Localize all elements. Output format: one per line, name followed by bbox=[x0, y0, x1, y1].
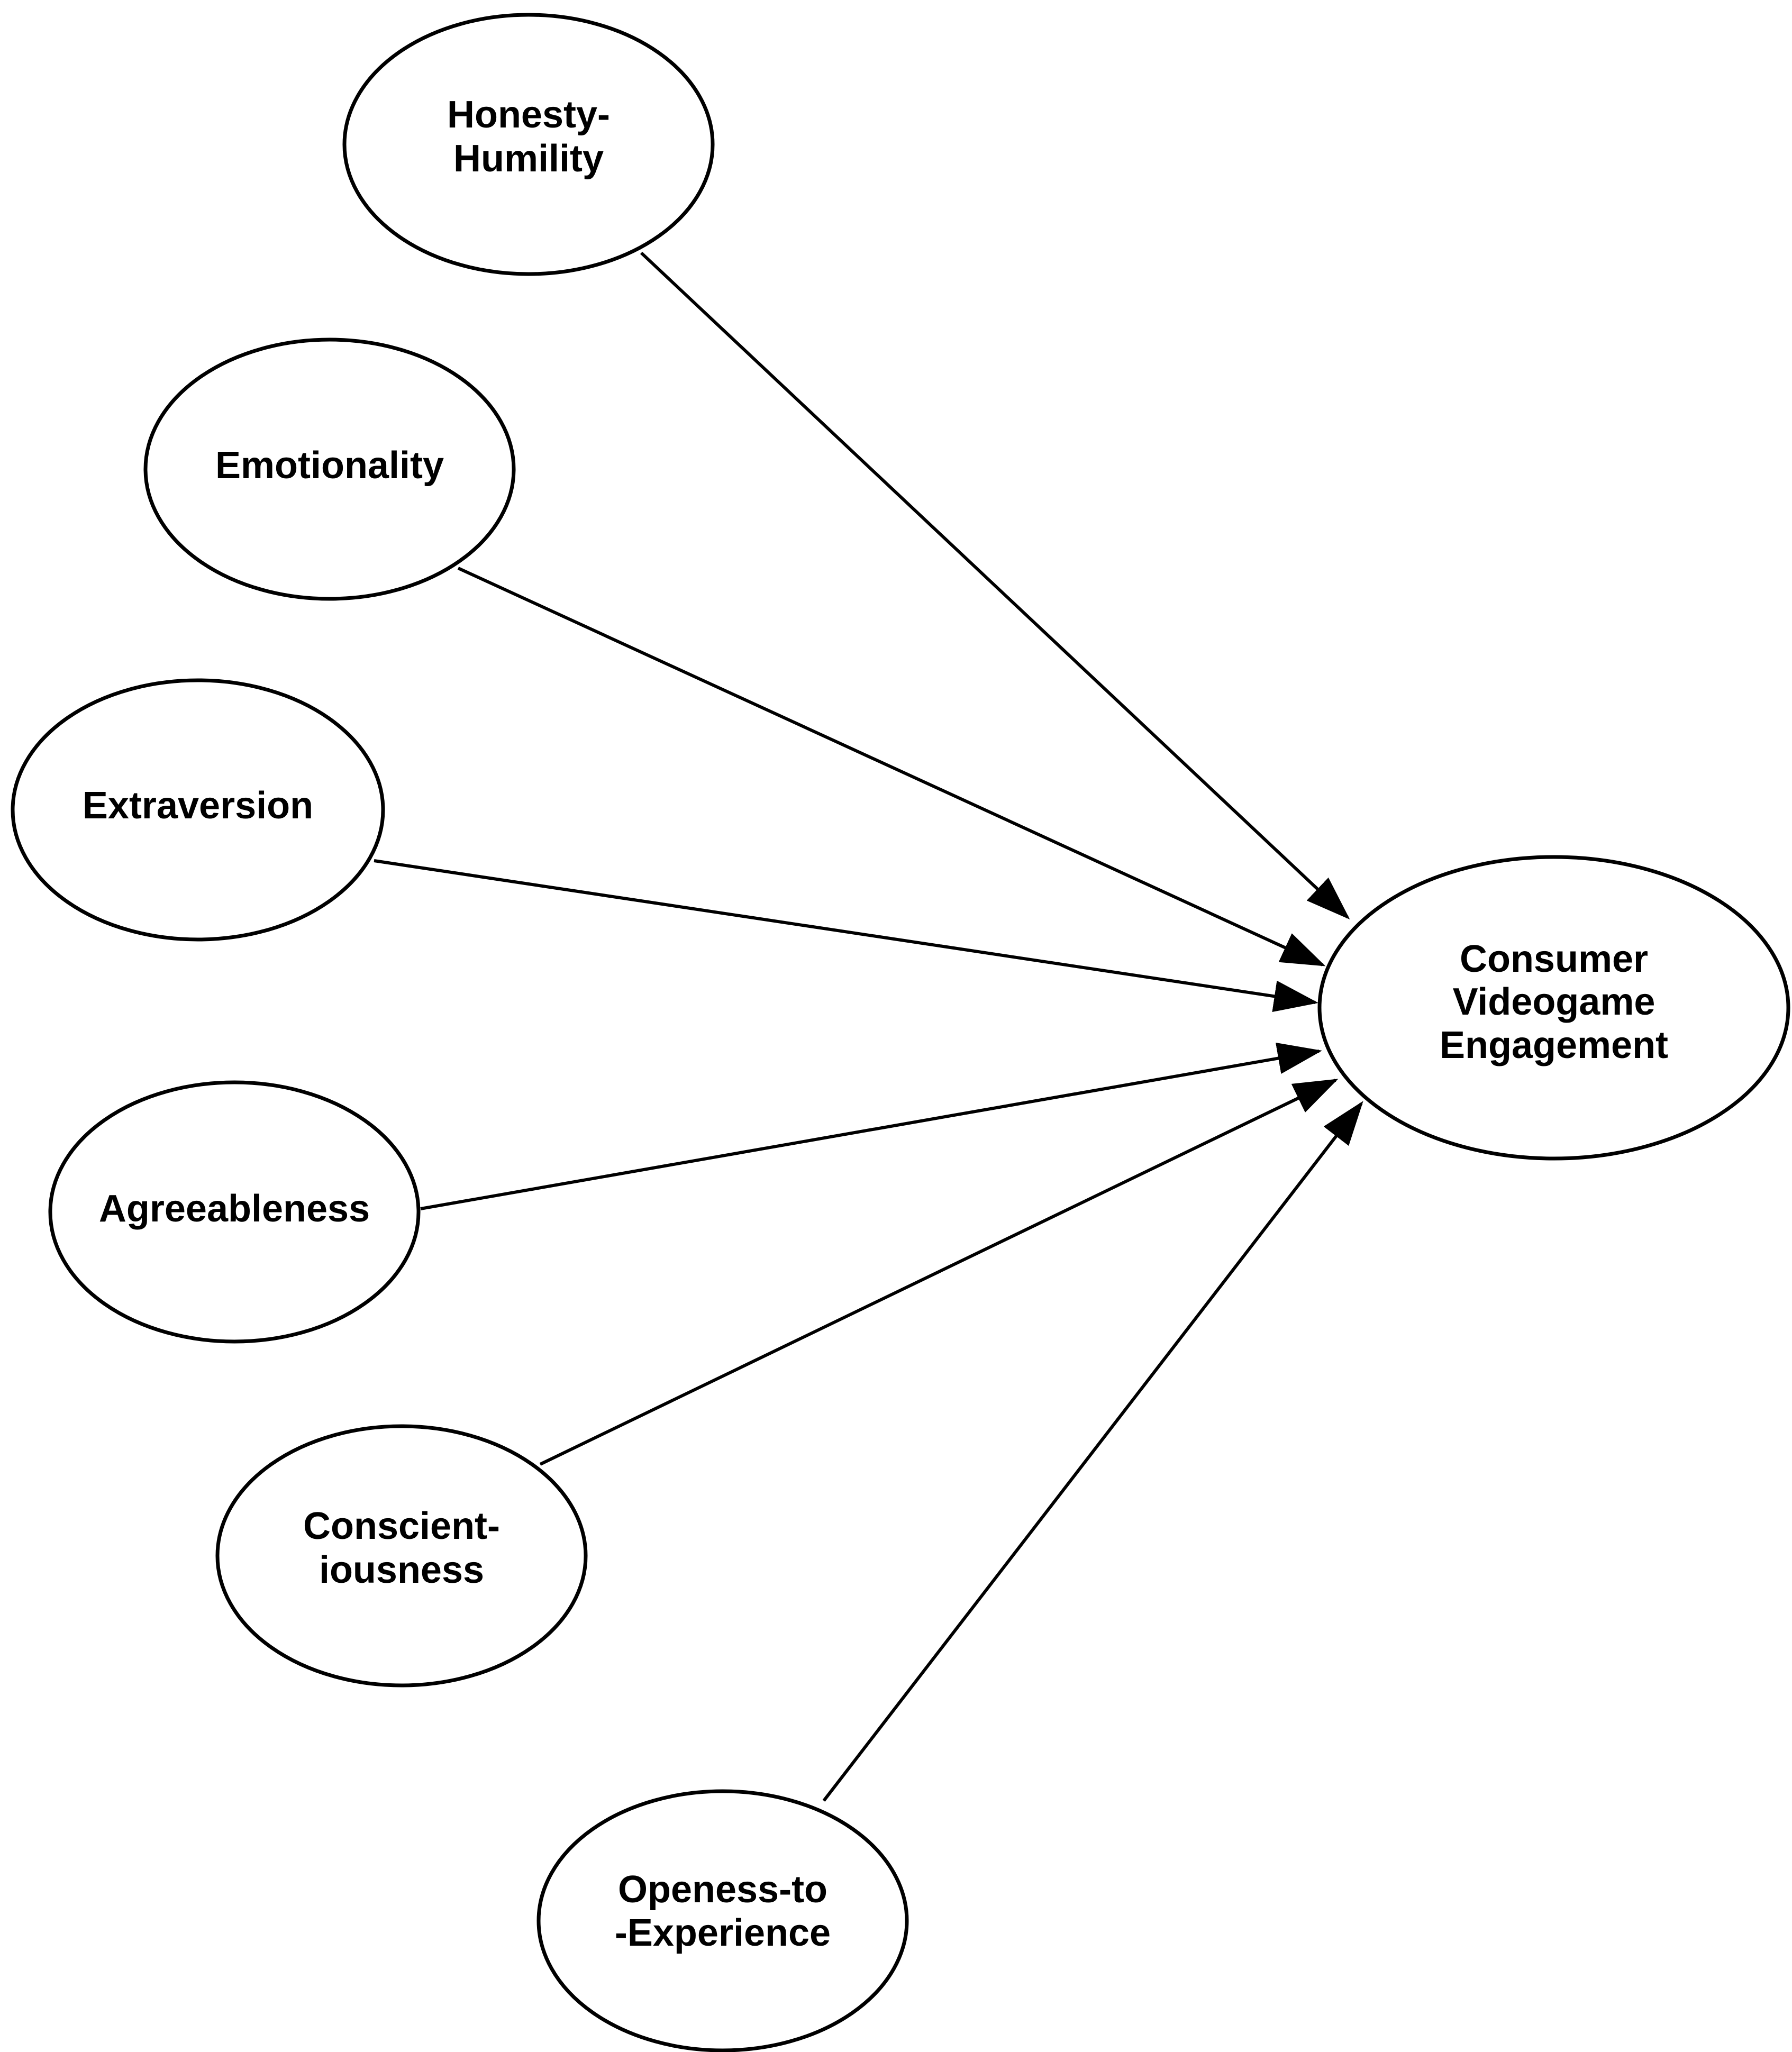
node-label: iousness bbox=[319, 1549, 484, 1591]
edge-extraversion-to-engagement bbox=[374, 859, 1318, 1013]
node-ellipse bbox=[342, 13, 715, 276]
edge-emotionality-to-engagement bbox=[457, 567, 1326, 966]
node-label: Humility bbox=[453, 138, 604, 180]
node-ellipse bbox=[11, 678, 385, 942]
edges bbox=[374, 251, 1363, 1802]
edge-honesty-to-engagement bbox=[640, 251, 1350, 920]
node-ellipse bbox=[536, 1789, 909, 2052]
node-conscientiousness: Conscient- iousness bbox=[215, 1424, 588, 1688]
node-openness-to-experience: Openess-to -Experience bbox=[536, 1789, 909, 2052]
node-label: Engagement bbox=[1440, 1024, 1668, 1066]
node-honesty-humility: Honesty- Humility bbox=[342, 13, 715, 276]
node-consumer-videogame-engagement: Consumer Videogame Engagement bbox=[1317, 855, 1790, 1161]
node-label: Honesty- bbox=[447, 94, 610, 136]
node-emotionality: Emotionality bbox=[143, 338, 516, 601]
node-ellipse bbox=[143, 338, 516, 601]
node-agreeableness: Agreeableness bbox=[48, 1080, 421, 1344]
node-label: Consumer bbox=[1460, 938, 1648, 980]
node-label: Emotionality bbox=[215, 444, 444, 487]
node-extraversion: Extraversion bbox=[11, 678, 385, 942]
edge-agreeableness-to-engagement bbox=[420, 1042, 1322, 1210]
node-ellipse bbox=[48, 1080, 421, 1344]
node-label: Openess-to bbox=[618, 1868, 827, 1911]
edge-conscientiousness-to-engagement bbox=[539, 1079, 1339, 1466]
node-ellipse bbox=[215, 1424, 588, 1688]
node-label: Agreeableness bbox=[99, 1188, 370, 1230]
node-label: Extraversion bbox=[83, 785, 313, 827]
node-label: -Experience bbox=[615, 1912, 831, 1954]
node-ellipse bbox=[1317, 855, 1790, 1161]
edge-openness-to-engagement bbox=[822, 1101, 1363, 1802]
node-label: Videogame bbox=[1453, 981, 1655, 1023]
node-label: Conscient- bbox=[303, 1505, 500, 1547]
